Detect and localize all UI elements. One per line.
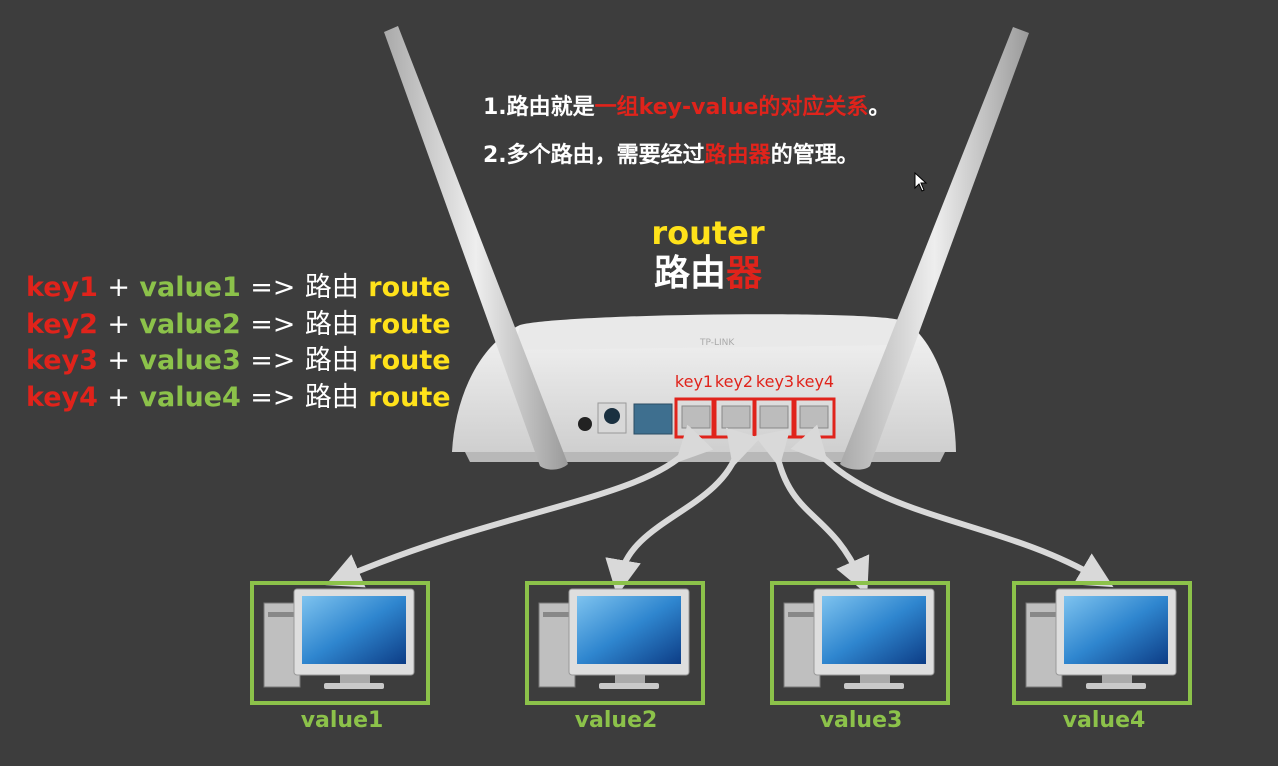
router-title: router 路由器 bbox=[645, 214, 771, 296]
cursor-icon bbox=[914, 172, 928, 192]
computer-label: value3 bbox=[771, 708, 951, 733]
computer-icon bbox=[1014, 583, 1190, 703]
route-list: key1 + value1 => 路由 route key2 + value2 … bbox=[26, 270, 451, 416]
power-jack-icon bbox=[604, 408, 620, 424]
wan-port-icon bbox=[634, 404, 672, 434]
note-line-2: 2.多个路由，需要经过路由器的管理。 bbox=[483, 132, 890, 180]
notes: 1.路由就是一组key-value的对应关系。 2.多个路由，需要经过路由器的管… bbox=[483, 84, 890, 180]
note-line-1: 1.路由就是一组key-value的对应关系。 bbox=[483, 84, 890, 132]
computer-label: value2 bbox=[526, 708, 706, 733]
route-row: key4 + value4 => 路由 route bbox=[26, 380, 451, 417]
computer-icon bbox=[527, 583, 703, 703]
svg-text:TP-LINK: TP-LINK bbox=[699, 338, 735, 348]
route-row: key2 + value2 => 路由 route bbox=[26, 307, 451, 344]
computer-icon bbox=[772, 583, 948, 703]
route-row: key3 + value3 => 路由 route bbox=[26, 343, 451, 380]
computer-icon bbox=[252, 583, 428, 703]
computer-label: value4 bbox=[1014, 708, 1194, 733]
port-label: key4 bbox=[795, 372, 835, 391]
power-button-icon bbox=[578, 417, 592, 431]
route-row: key1 + value1 => 路由 route bbox=[26, 270, 451, 307]
port-label: key1 bbox=[674, 372, 714, 391]
connection-arrows bbox=[342, 450, 1098, 578]
port-label: key3 bbox=[755, 372, 795, 391]
port-label: key2 bbox=[714, 372, 754, 391]
computer-label: value1 bbox=[252, 708, 432, 733]
